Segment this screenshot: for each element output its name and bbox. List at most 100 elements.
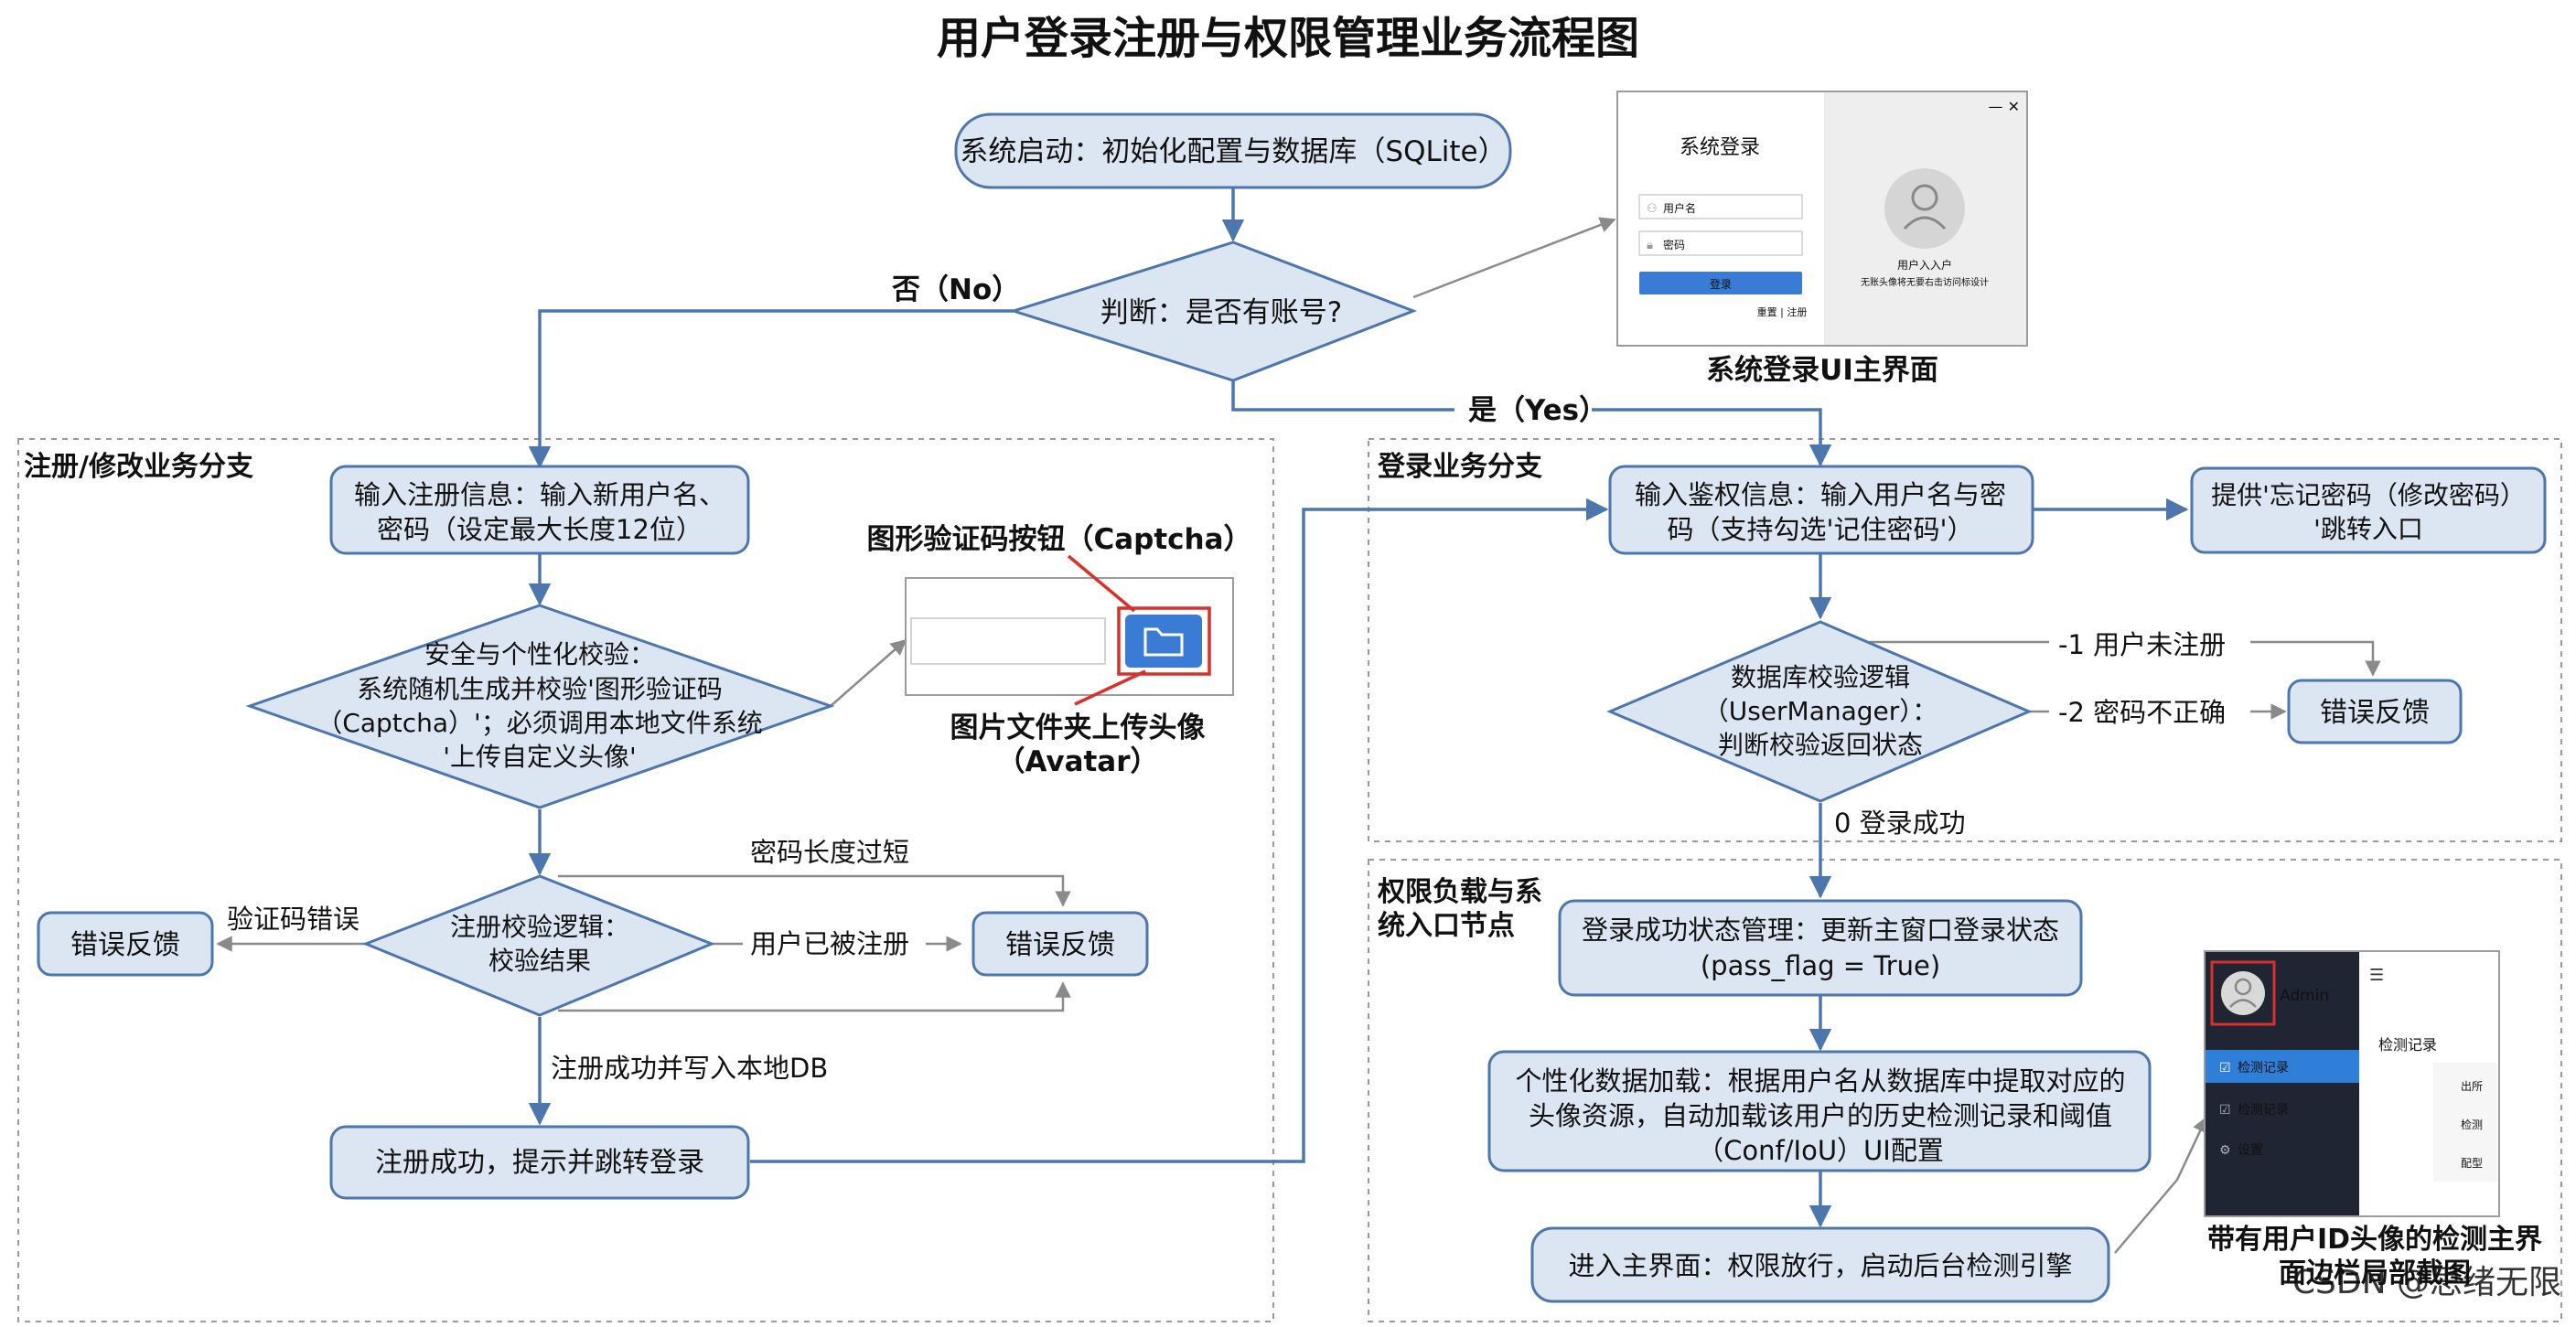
node-has-account (1009, 241, 1418, 382)
permission-region-label-2: 统入口节点 (1378, 910, 1515, 942)
sidebar-item-active-label: 检测记录 (2238, 1061, 2289, 1076)
edge-label-yes-bg (1454, 391, 1592, 429)
login-region-label: 登录业务分支 (1377, 451, 1542, 483)
node-err-right (2287, 679, 2463, 744)
node-security-line4: '上传自定义头像' (443, 742, 636, 772)
panel-table (2433, 1063, 2497, 1182)
login-username-placeholder: 用户名 (1663, 201, 1696, 215)
avatar-person-icon (1903, 184, 1947, 230)
permission-region-label-1: 权限负载与系 (1377, 876, 1542, 908)
edge-label-reg-ok: 注册成功并写入本地DB (551, 1053, 828, 1084)
panel-row-2: 检测 (2461, 1118, 2483, 1131)
node-reg-input-line2: 密码（设定最大长度12位） (377, 514, 703, 545)
record-icon: ☑ (2219, 1061, 2231, 1076)
edge-regcheck-bottom (558, 981, 1071, 1012)
inset-input-field (910, 617, 1106, 665)
sidebar-avatar-icon (2229, 978, 2257, 1008)
login-submit-label: 登录 (1710, 277, 1732, 291)
node-main-ui-text: 进入主界面：权限放行，启动后台检测引擎 (1568, 1250, 2072, 1281)
node-reg-check (361, 874, 716, 1017)
edge-label-user-exists-bg (743, 924, 926, 960)
node-personal-line1: 个性化数据加载：根据用户名从数据库中提取对应的 (1515, 1065, 2125, 1097)
annotation-login-ui: 系统登录UI主界面 (1706, 354, 1938, 387)
gear-icon: ⚙ (2219, 1143, 2231, 1158)
node-reg-input (329, 465, 750, 555)
edge-success-to-login (750, 498, 1609, 1163)
node-reg-check-line2: 校验结果 (488, 946, 591, 976)
edge-label-user-exists: 用户已被注册 (750, 928, 909, 959)
node-state-mgmt (1558, 899, 2083, 997)
node-db-check-line2: （UserManager）： (1703, 696, 1938, 726)
edge-dbcheck-not-registered (1857, 640, 2381, 677)
login-window-controls: — ✕ (1989, 98, 2021, 115)
annotation-captcha-button: 图形验证码按钮（Captcha） (866, 523, 1251, 556)
node-err-left-text: 错误反馈 (70, 929, 180, 961)
edge-label-captcha-error: 验证码错误 (227, 904, 360, 935)
node-start-text: 系统启动：初始化配置与数据库（SQLite） (960, 135, 1506, 168)
user-icon: ⚇ (1647, 202, 1658, 216)
node-reg-check-line1: 注册校验逻辑： (450, 912, 629, 942)
login-username-field (1638, 194, 1803, 219)
inset-avatar-upload-button (1125, 615, 1202, 668)
edge-regcheck-pwd-short (558, 874, 1071, 907)
node-security-line3: （Captcha）'；必须调用本地文件系统 (317, 708, 762, 738)
node-forgot (2190, 466, 2547, 554)
node-err-mid (971, 911, 1149, 977)
annotation-sidebar-line2: 面边栏局部截图 (2279, 1257, 2471, 1290)
node-reg-success (329, 1125, 750, 1200)
node-forgot-line1: 提供'忘记密码（修改密码） (2211, 480, 2526, 510)
watermark: CSDN @思绪无限 (2292, 1264, 2561, 1301)
node-security (245, 604, 835, 809)
edge-label-wrong-pwd-bg (2049, 692, 2250, 729)
node-security-line2: 系统随机生成并校验'图形验证码 (357, 674, 723, 704)
login-password-placeholder: 密码 (1663, 238, 1685, 251)
edge-label-not-registered-bg (2049, 625, 2250, 661)
login-password-field (1638, 230, 1803, 256)
node-login-input-line2: 码（支持勾选'记住密码'） (1668, 514, 1974, 545)
edge-label-pwd-short: 密码长度过短 (750, 837, 909, 868)
node-err-mid-text: 错误反馈 (1005, 929, 1115, 961)
edge-label-wrong-pwd: -2 密码不正确 (2058, 697, 2226, 728)
sidebar-item-active (2206, 1050, 2359, 1083)
edge-security-to-captcha (830, 638, 907, 707)
edge-label-not-registered: -1 用户未注册 (2058, 629, 2226, 660)
node-db-check (1606, 620, 2033, 803)
edge-main-to-sidebar-shot (2114, 1116, 2208, 1254)
edge-label-no: 否（No） (892, 273, 1020, 306)
login-region (1368, 438, 2562, 842)
menu-icon: ☰ (2369, 966, 2384, 985)
node-reg-success-text: 注册成功，提示并跳转登录 (375, 1147, 704, 1179)
sidebar-username: Admin (2280, 987, 2329, 1005)
node-state-mgmt-line2: (pass_flag = True) (1701, 950, 1940, 981)
login-window-title: 系统登录 (1680, 136, 1760, 159)
sidebar-avatar-highlight (2210, 960, 2276, 1026)
annotation-sidebar-line1: 带有用户ID头像的检测主界 (2207, 1224, 2542, 1256)
node-db-check-line3: 判断校验返回状态 (1718, 730, 1923, 760)
login-submit-button (1639, 272, 1802, 294)
node-personal-line2: 头像资源，自动加载该用户的历史检测记录和阈值 (1529, 1100, 2112, 1131)
node-err-left (37, 911, 214, 977)
node-login-input (1608, 465, 2034, 555)
node-err-right-text: 错误反馈 (2320, 697, 2430, 729)
page-title: 用户登录注册与权限管理业务流程图 (937, 13, 1639, 64)
lock-icon: 🔒︎ (1647, 239, 1653, 252)
register-region (17, 438, 1274, 1322)
panel-row-1: 出所 (2461, 1080, 2483, 1093)
callout-line-avatar (1074, 669, 1146, 706)
sidebar-item-2-label: 检测记录 (2238, 1103, 2289, 1118)
node-personal (1487, 1050, 2152, 1172)
record-icon-2: ☑ (2219, 1103, 2231, 1118)
permission-region (1368, 859, 2562, 1322)
register-region-label: 注册/修改业务分支 (24, 451, 253, 483)
edge-label-yes: 是（Yes） (1468, 394, 1607, 427)
login-user-caption: 用户入入户 (1897, 258, 1952, 272)
sidebar-item-3-label: 设置 (2238, 1143, 2263, 1158)
node-has-account-text: 判断：是否有账号? (1100, 296, 1342, 329)
node-forgot-line2: '跳转入口 (2313, 514, 2423, 544)
login-user-hint: 无账头像将无要右击访问标设计 (1861, 276, 1989, 288)
panel-title: 检测记录 (2378, 1036, 2437, 1054)
edge-label-login-ok: 0 登录成功 (1834, 808, 1966, 839)
login-links: 重置 | 注册 (1757, 305, 1808, 318)
panel-row-3: 配型 (2461, 1157, 2483, 1170)
